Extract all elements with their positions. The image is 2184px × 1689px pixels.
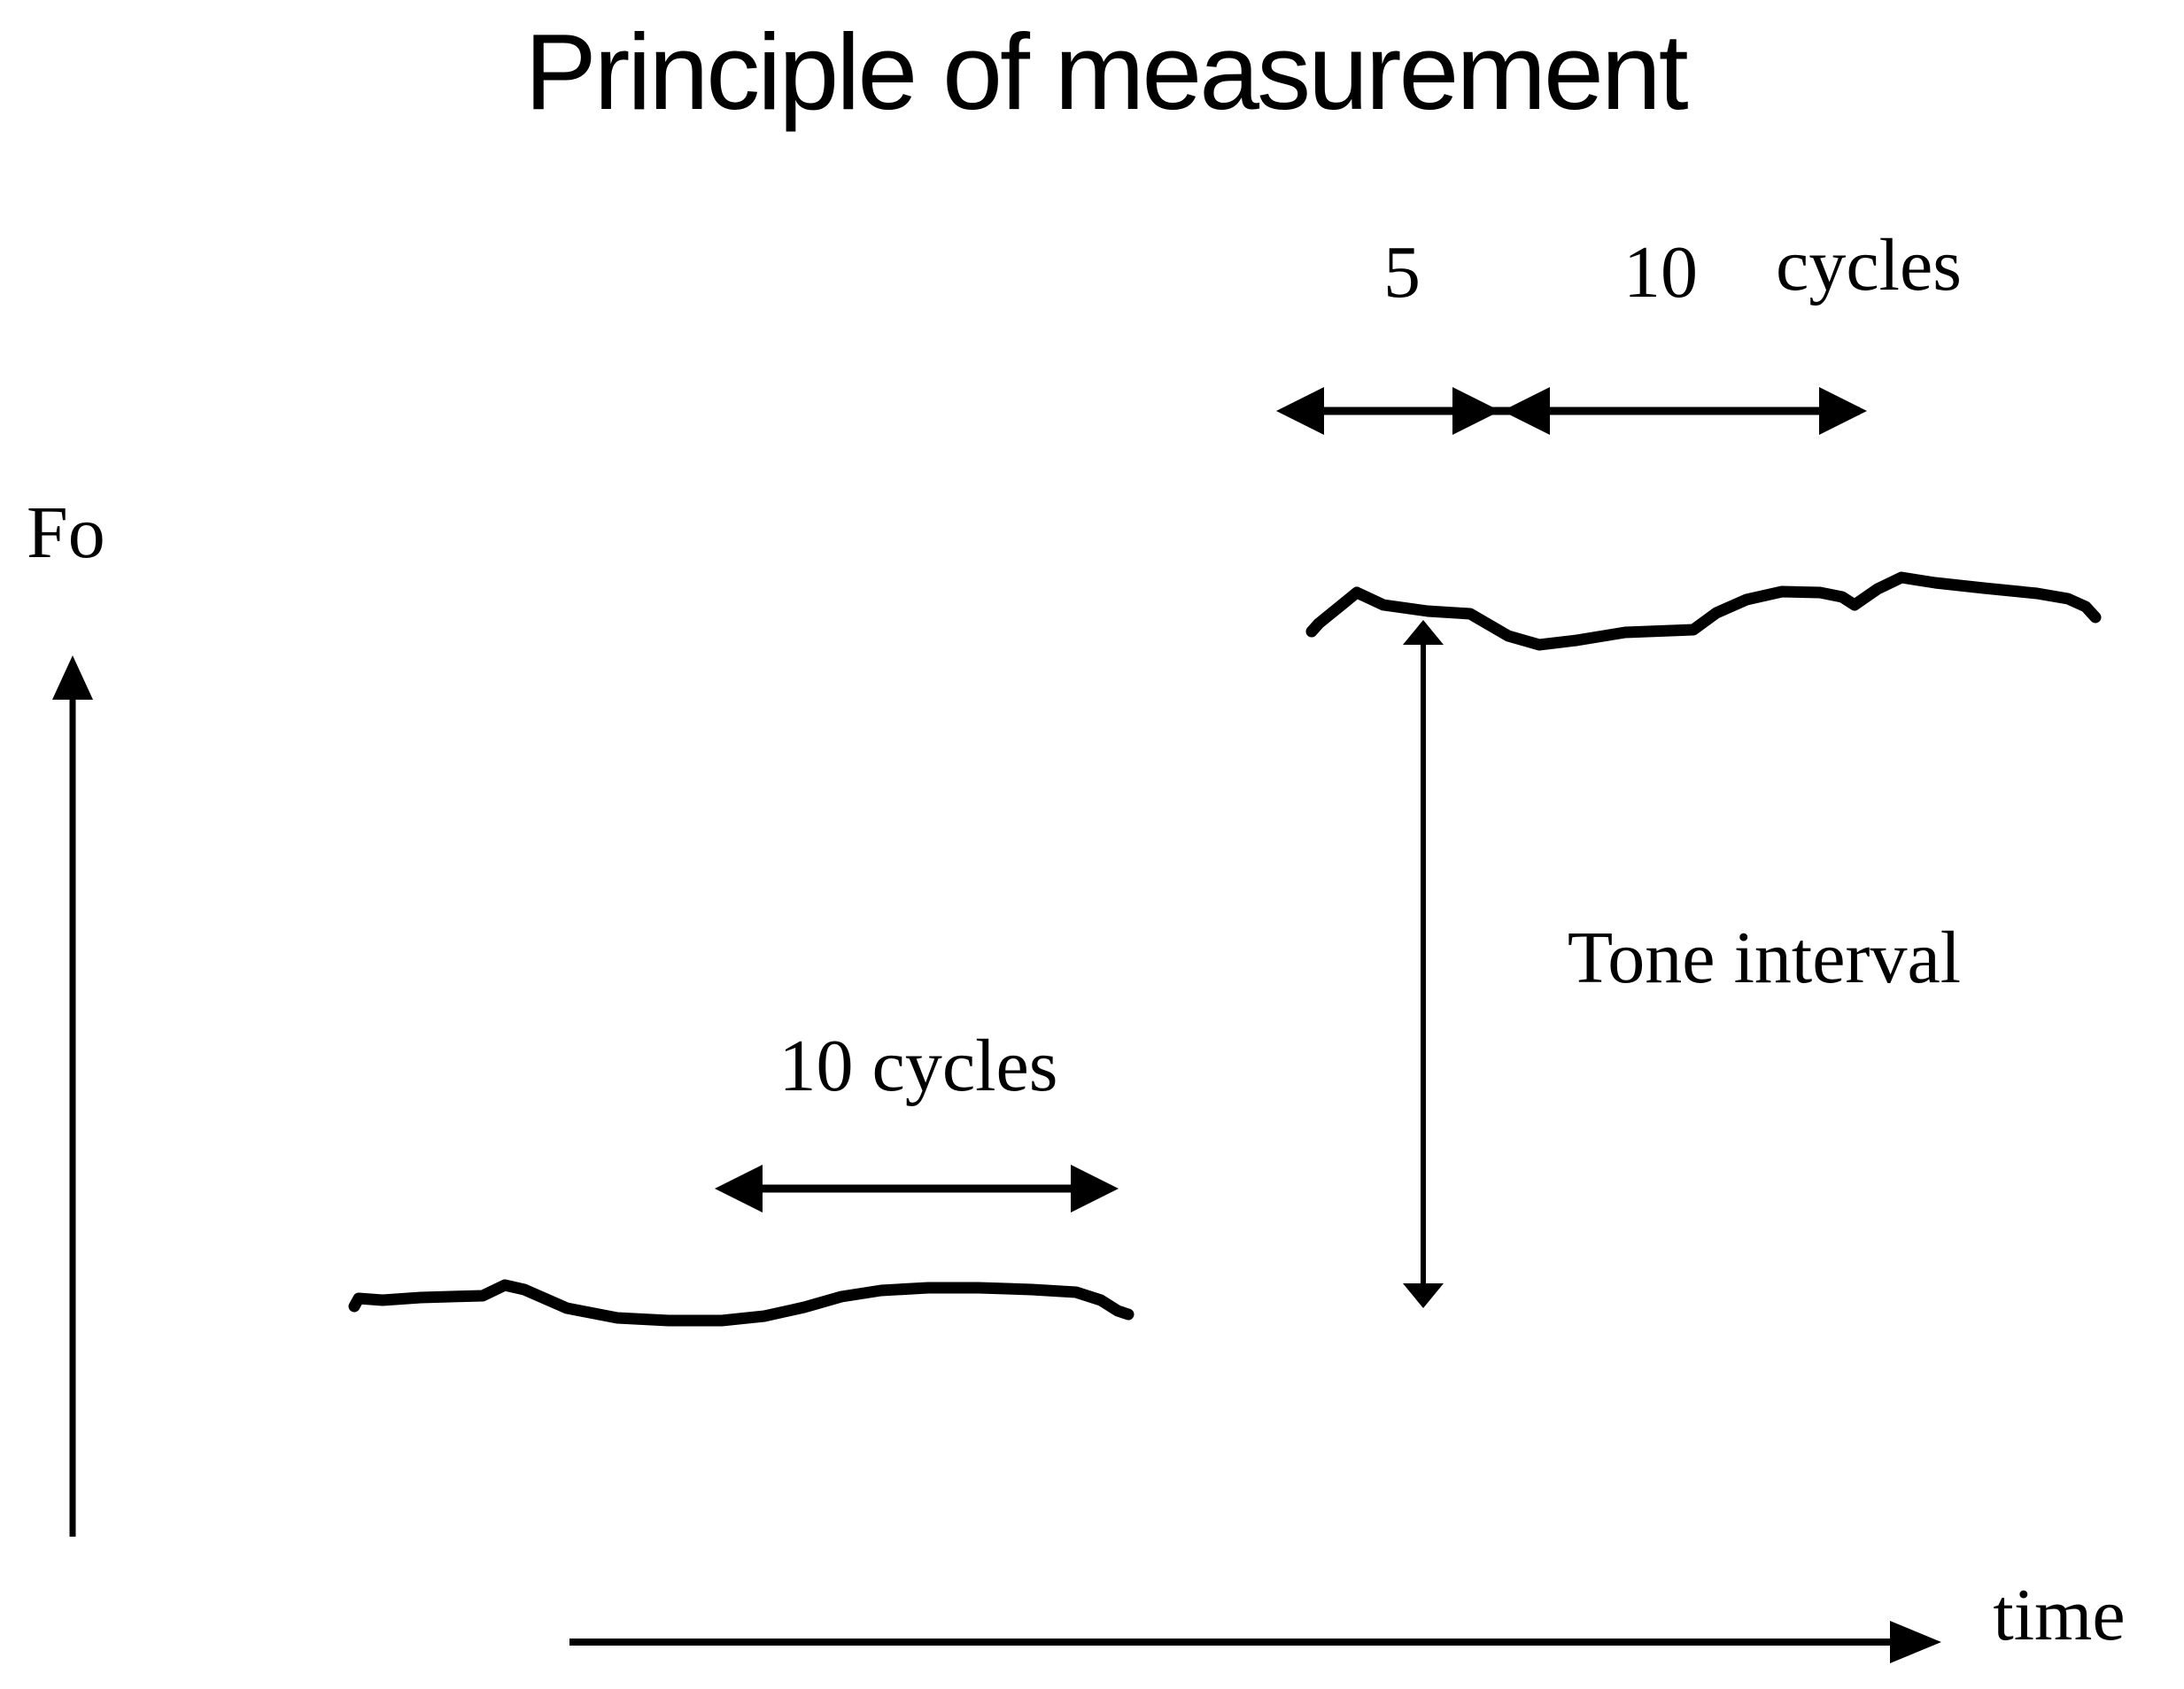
upper-segment-5-label: 5 [1383,231,1421,314]
time-axis-arrowhead-icon [1890,1621,1941,1663]
upper-measure-mid-right-arrowhead-icon [1452,387,1500,435]
lower-cycles-measure-arrow [715,1165,1119,1213]
time-axis-arrow [569,1621,1941,1663]
lower-cycles-label: 10 cycles [778,1025,1058,1107]
upper-measure-left-arrowhead-icon [1276,387,1324,435]
upper-measure-right-arrowhead-icon [1819,387,1867,435]
tone-interval-label: Tone interval [1567,917,1962,999]
upper-tone-contour [1305,571,2102,651]
upper-cycles-measure-arrow [1276,387,1867,435]
diagram-title: Principle of measurement [524,12,1688,132]
lower-tone-contour [348,1279,1135,1327]
tone-interval-bottom-arrowhead-icon [1403,1283,1444,1308]
y-axis-label: Fo [27,492,105,574]
upper-measure-mid-left-arrowhead-icon [1502,387,1550,435]
tone-interval-arrow [1403,620,1444,1308]
tone-interval-top-arrowhead-icon [1403,620,1444,645]
fo-axis-arrowhead-icon [52,655,93,700]
x-axis-label: time [1993,1574,2126,1656]
lower-measure-right-arrowhead-icon [1071,1165,1119,1213]
lower-measure-left-arrowhead-icon [715,1165,763,1213]
fo-axis-arrow [52,655,93,1537]
upper-segment-10-label: 10 [1623,231,1698,314]
upper-cycles-unit-label: cycles [1776,224,1962,306]
